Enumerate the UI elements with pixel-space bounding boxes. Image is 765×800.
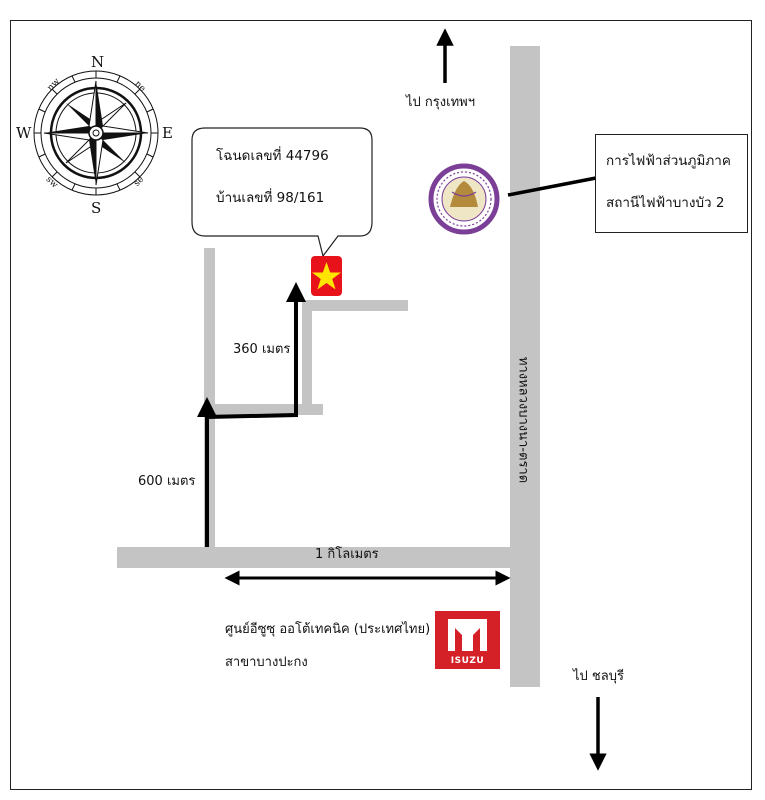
- distance-600-label: 600 เมตร: [138, 474, 196, 489]
- isuzu-name: ศูนย์อีซูซุ ออโต้เทคนิค (ประเทศไทย): [225, 622, 431, 637]
- compass-rose-icon: N S E W nw ne sw se: [16, 53, 173, 217]
- isuzu-branch: สาขาบางปะกง: [225, 655, 308, 670]
- compass-sw: sw: [44, 175, 60, 191]
- soi-inner: [302, 300, 312, 415]
- isuzu-logo-text: ISUZU: [450, 656, 485, 666]
- highway-label: ทางหลวงบางนา-ตราด: [515, 356, 531, 484]
- compass-s: S: [91, 199, 101, 217]
- distance-360-label: 360 เมตร: [233, 342, 291, 357]
- map-frame: [10, 20, 752, 790]
- deed-number: โฉนดเลขที่ 44796: [216, 148, 329, 164]
- callout-bubble: [191, 127, 373, 258]
- soi-top: [302, 300, 408, 311]
- compass-w: W: [16, 124, 32, 142]
- pea-info-box: การไฟฟ้าส่วนภูมิภาค สถานีไฟฟ้าบางบัว 2: [595, 134, 748, 233]
- to-bangkok-label: ไป กรุงเทพฯ: [406, 95, 476, 110]
- soi-connector: [215, 404, 323, 415]
- pea-name: การไฟฟ้าส่วนภูมิภาค: [606, 153, 731, 169]
- compass-ne: ne: [132, 79, 147, 94]
- route: [197, 282, 306, 547]
- pea-logo-icon: [428, 163, 500, 235]
- compass-se: se: [132, 175, 146, 189]
- compass-n: N: [91, 53, 104, 71]
- horizontal-road: [117, 547, 540, 568]
- house-number: บ้านเลขที่ 98/161: [216, 190, 325, 206]
- to-chonburi-label: ไป ชลบุรี: [573, 669, 624, 684]
- isuzu-logo-icon: ISUZU: [435, 611, 500, 669]
- pea-station: สถานีไฟฟ้าบางบัว 2: [606, 195, 725, 211]
- star-marker-icon: [311, 256, 342, 296]
- compass-e: E: [162, 124, 173, 142]
- distance-1km-label: 1 กิโลเมตร: [315, 547, 379, 562]
- route-line: [205, 282, 306, 547]
- property-callout: โฉนดเลขที่ 44796 บ้านเลขที่ 98/161: [190, 128, 372, 236]
- main-highway: [510, 46, 540, 687]
- pea-pointer: [507, 176, 597, 197]
